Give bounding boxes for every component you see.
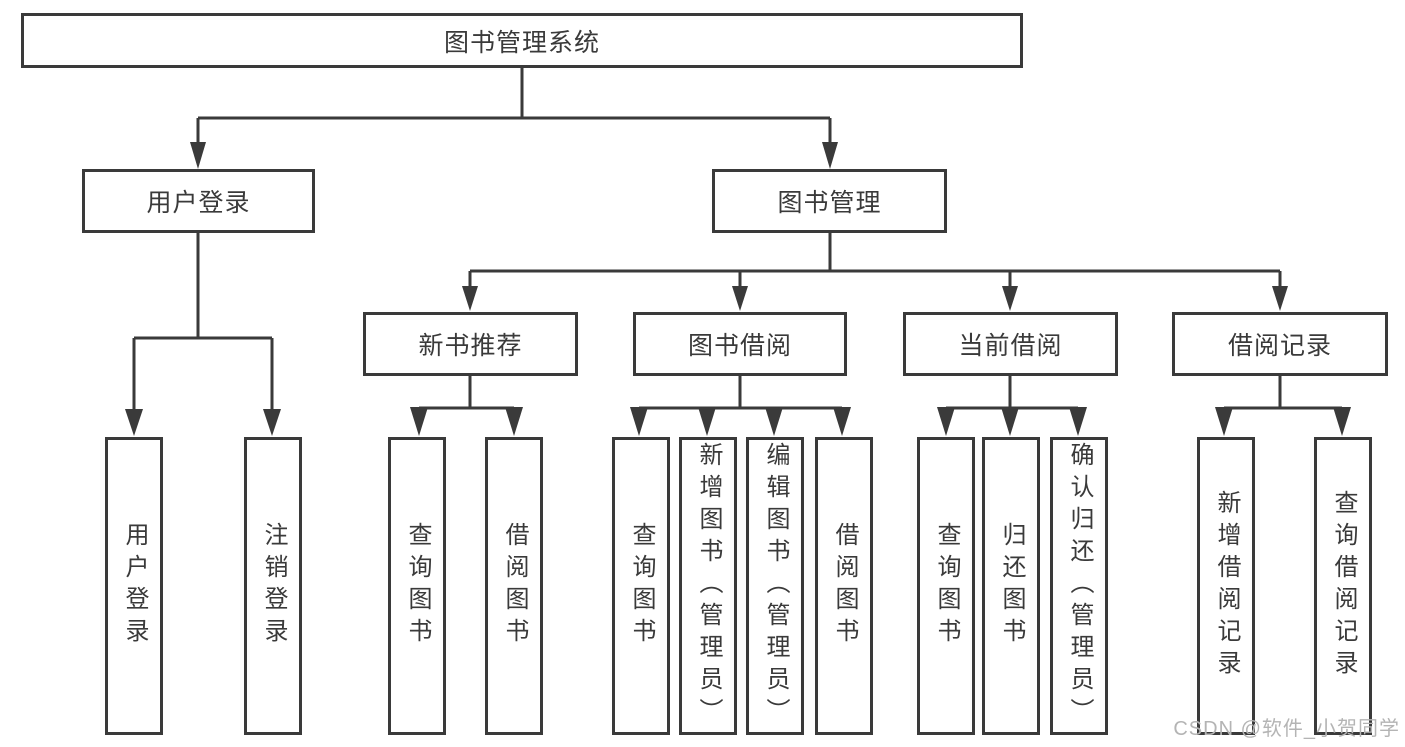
node-label: 新增借阅记录 — [1213, 490, 1240, 682]
node-label: 确认归还（管理员） — [1066, 442, 1093, 730]
leaf-query-borrow-record: 查询借阅记录 — [1314, 437, 1372, 735]
node-label: 借阅图书 — [831, 522, 858, 650]
node-book-borrowing: 图书借阅 — [633, 312, 847, 376]
node-label: 借阅图书 — [501, 522, 528, 650]
node-book-management: 图书管理 — [712, 169, 947, 233]
node-borrowing-records: 借阅记录 — [1172, 312, 1388, 376]
leaf-add-borrow-record: 新增借阅记录 — [1197, 437, 1255, 735]
node-label: 用户登录 — [146, 189, 251, 217]
leaf-logout: 注销登录 — [244, 437, 302, 735]
leaf-return-books: 归还图书 — [982, 437, 1040, 735]
node-label: 新增图书（管理员） — [695, 442, 722, 730]
leaf-borrow-books: 借阅图书 — [815, 437, 873, 735]
node-label: 注销登录 — [260, 522, 287, 650]
node-label: 当前借阅 — [958, 332, 1063, 360]
leaf-edit-books-admin: 编辑图书（管理员） — [746, 437, 804, 735]
node-label: 编辑图书（管理员） — [762, 442, 789, 730]
leaf-confirm-return-admin: 确认归还（管理员） — [1050, 437, 1108, 735]
node-label: 图书借阅 — [687, 332, 792, 360]
node-label: 归还图书 — [998, 522, 1025, 650]
node-current-borrowing: 当前借阅 — [903, 312, 1118, 376]
csdn-watermark: CSDN @软件_小贺同学 — [1173, 718, 1400, 740]
node-library-management-system: 图书管理系统 — [21, 13, 1023, 68]
node-label: 用户登录 — [121, 522, 148, 650]
leaf-query-books: 查询图书 — [612, 437, 670, 735]
node-label: 新书推荐 — [418, 332, 523, 360]
leaf-add-books-admin: 新增图书（管理员） — [679, 437, 737, 735]
node-user-login: 用户登录 — [82, 169, 315, 233]
node-label: 查询图书 — [628, 522, 655, 650]
leaf-user-login: 用户登录 — [105, 437, 163, 735]
node-label: 查询借阅记录 — [1330, 490, 1357, 682]
leaf-query-books: 查询图书 — [388, 437, 446, 735]
node-new-book-recommend: 新书推荐 — [363, 312, 578, 376]
node-label: 图书管理系统 — [443, 28, 600, 57]
node-label: 查询图书 — [404, 522, 431, 650]
node-label: 图书管理 — [777, 189, 882, 217]
node-label: 借阅记录 — [1227, 332, 1332, 360]
node-label: 查询图书 — [933, 522, 960, 650]
leaf-query-books: 查询图书 — [917, 437, 975, 735]
leaf-borrow-books: 借阅图书 — [485, 437, 543, 735]
arrowheads — [125, 142, 1351, 436]
